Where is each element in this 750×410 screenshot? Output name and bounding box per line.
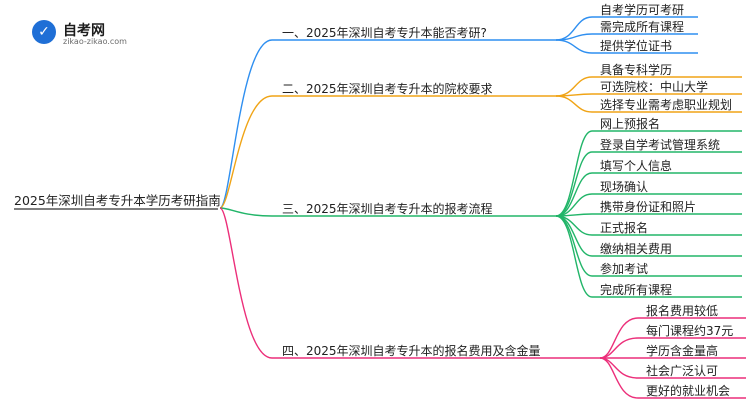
branch-topic-3[interactable]: 三、2025年深圳自考专升本的报考流程 <box>282 202 493 216</box>
leaf-connector-3-6 <box>555 215 742 236</box>
leaf-topic[interactable]: 可选院校：中山大学 <box>600 80 709 94</box>
leaf-topic[interactable]: 自考学历可考研 <box>600 3 685 17</box>
branch-topic-4[interactable]: 四、2025年深圳自考专升本的报名费用及含金量 <box>282 344 541 358</box>
leaf-topic[interactable]: 学历含金量高 <box>646 344 719 358</box>
root-topic[interactable]: 2025年深圳自考专升本学历考研指南 <box>14 193 221 208</box>
graduation-cap-icon: ✓ <box>32 20 56 44</box>
leaf-connector-3-4 <box>555 193 742 217</box>
branch-connector-1 <box>219 39 556 209</box>
leaf-connector-2-3 <box>555 95 742 113</box>
leaf-topic[interactable]: 社会广泛认可 <box>646 364 719 378</box>
leaf-topic[interactable]: 携带身份证和照片 <box>600 200 697 214</box>
leaf-topic[interactable]: 更好的就业机会 <box>646 384 731 398</box>
leaf-topic[interactable]: 网上预报名 <box>600 117 661 131</box>
leaf-topic[interactable]: 正式报名 <box>600 221 649 235</box>
logo-name: 自考网 <box>63 23 105 39</box>
leaf-topic[interactable]: 参加考试 <box>600 262 649 276</box>
branch-connector-3 <box>219 207 556 217</box>
leaf-connector-3-1 <box>555 130 742 217</box>
leaf-connector-3-9 <box>555 215 742 298</box>
site-logo[interactable]: ✓ 自考网 zikao-zikao.com <box>18 6 148 46</box>
branch-connector-4 <box>219 207 600 359</box>
logo-url: zikao-zikao.com <box>63 37 127 46</box>
branch-connector-2 <box>219 95 556 209</box>
leaf-topic[interactable]: 登录自学考试管理系统 <box>600 138 721 152</box>
leaf-topic[interactable]: 报名费用较低 <box>646 304 719 318</box>
leaf-topic[interactable]: 现场确认 <box>600 180 649 194</box>
leaf-topic[interactable]: 完成所有课程 <box>600 283 673 297</box>
branch-topic-2[interactable]: 二、2025年深圳自考专升本的院校要求 <box>282 82 493 96</box>
leaf-connector-1-3 <box>555 39 698 54</box>
branch-topic-1[interactable]: 一、2025年深圳自考专升本能否考研? <box>282 26 487 40</box>
leaf-connector-4-5 <box>599 357 746 399</box>
leaf-topic[interactable]: 选择专业需考虑职业规划 <box>600 98 733 112</box>
leaf-topic[interactable]: 需完成所有课程 <box>600 20 685 34</box>
leaf-topic[interactable]: 提供学位证书 <box>600 39 673 53</box>
leaf-topic[interactable]: 填写个人信息 <box>600 159 673 173</box>
leaf-topic[interactable]: 具备专科学历 <box>600 63 673 77</box>
leaf-connector-3-2 <box>555 151 742 217</box>
leaf-topic[interactable]: 缴纳相关费用 <box>600 242 673 256</box>
leaf-topic[interactable]: 每门课程约37元 <box>646 324 734 338</box>
leaf-connector-4-2 <box>599 337 746 359</box>
